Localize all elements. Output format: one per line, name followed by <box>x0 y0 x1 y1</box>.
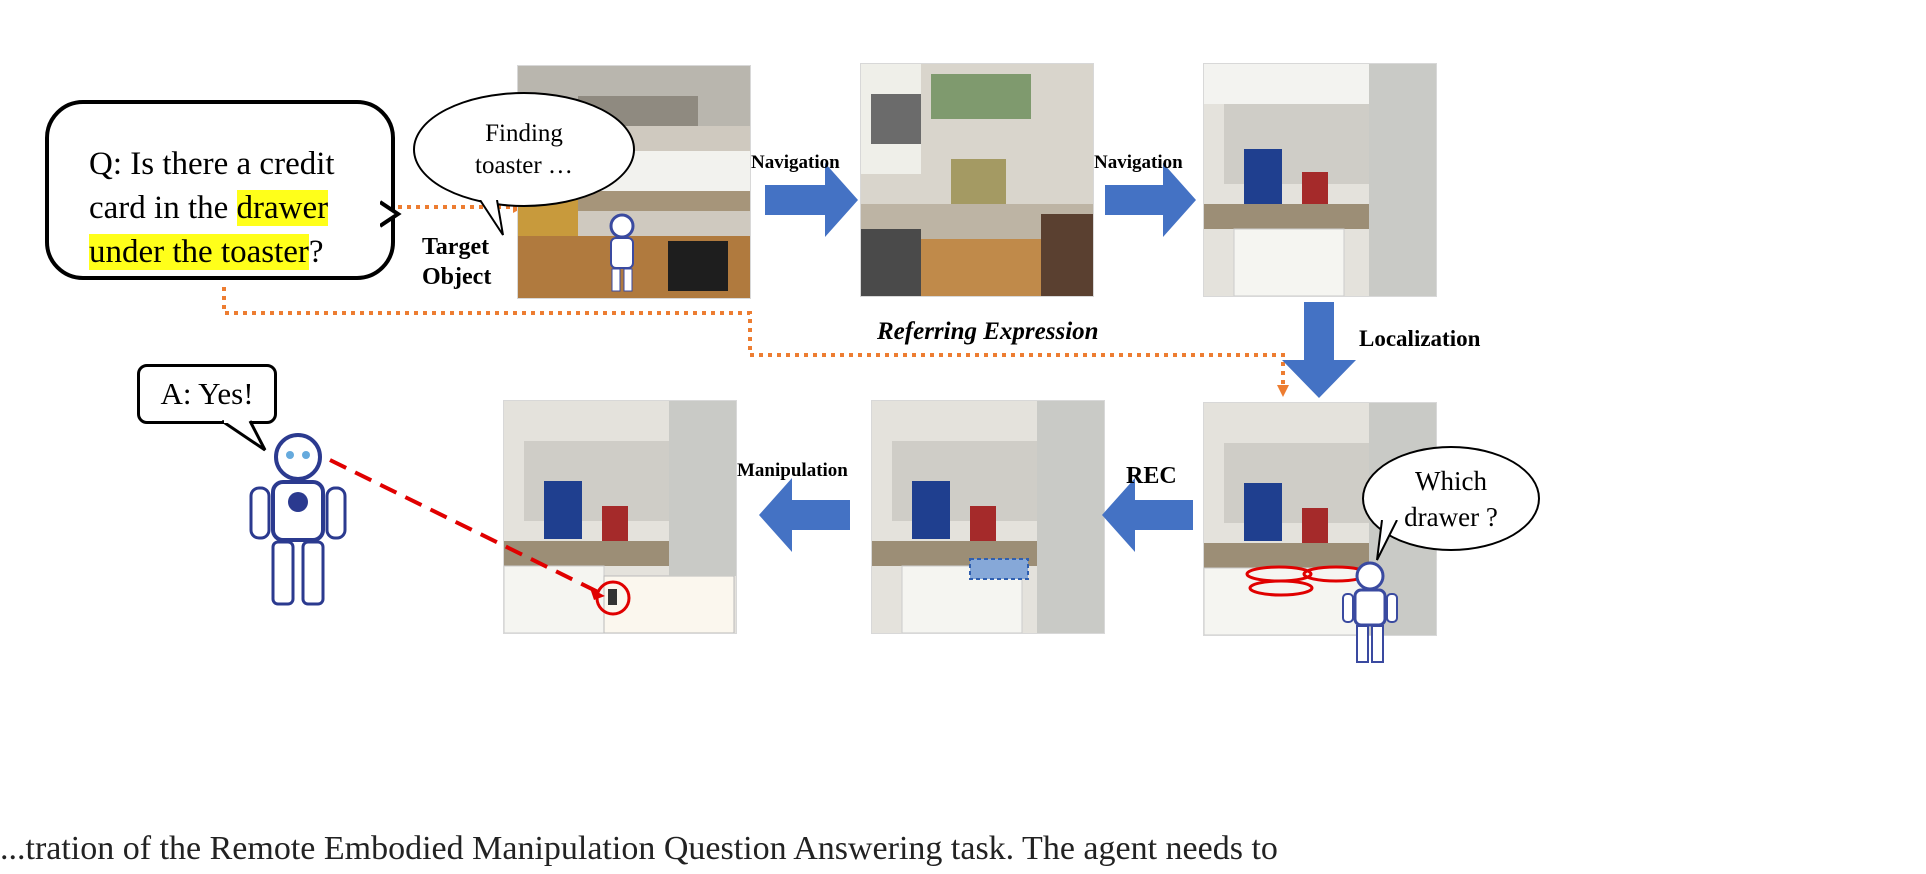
thought-which-text: Which drawer ? <box>1404 465 1498 532</box>
robot-icon-small <box>1342 561 1398 663</box>
arrow-manipulation <box>759 478 850 552</box>
answer-text: A: Yes! <box>160 376 254 411</box>
navigation-label-2: Navigation <box>1094 152 1183 173</box>
answer-bubble: A: Yes! <box>137 364 277 424</box>
caption-text: ...tration of the Remote Embodied Manipu… <box>0 830 1278 867</box>
kitchen-view-6 <box>503 400 737 634</box>
kitchen-view-2 <box>860 63 1094 297</box>
thought-bubble-which-tail <box>1376 520 1398 561</box>
drawer-candidate-3 <box>1248 579 1314 597</box>
arrow-localization <box>1282 302 1356 398</box>
navigation-label-1: Navigation <box>751 152 840 173</box>
grounded-drawer-box <box>969 558 1029 580</box>
credit-card-icon <box>608 589 617 605</box>
arrow-navigation-1 <box>765 163 858 237</box>
thought-bubble-tail <box>479 200 504 236</box>
rec-label: REC <box>1126 463 1177 489</box>
manipulation-label: Manipulation <box>737 460 848 481</box>
answer-bubble-tail <box>221 420 267 452</box>
referring-expression-label: Referring Expression <box>877 318 1099 345</box>
kitchen-view-4 <box>1203 402 1437 636</box>
robot-icon <box>609 213 635 292</box>
arrow-navigation-2 <box>1105 163 1196 237</box>
localization-label: Localization <box>1359 326 1481 351</box>
question-bubble-tail <box>380 200 402 228</box>
question-prefix: Q: Is there a credit card in the <box>89 146 335 226</box>
thought-finding-text: Finding toaster … <box>475 119 573 179</box>
robot-icon-large <box>249 433 347 606</box>
question-bubble: Q: Is there a credit card in the drawer … <box>45 100 395 280</box>
thought-bubble-which: Which drawer ? <box>1362 446 1540 551</box>
question-suffix: ? <box>308 234 324 270</box>
kitchen-view-3 <box>1203 63 1437 297</box>
kitchen-view-5 <box>871 400 1105 634</box>
thought-bubble-finding: Finding toaster … <box>413 92 635 207</box>
arrow-rec <box>1102 478 1193 552</box>
target-object-label: Target Object <box>422 234 492 290</box>
question-text: Q: Is there a credit card in the drawer … <box>89 142 389 274</box>
